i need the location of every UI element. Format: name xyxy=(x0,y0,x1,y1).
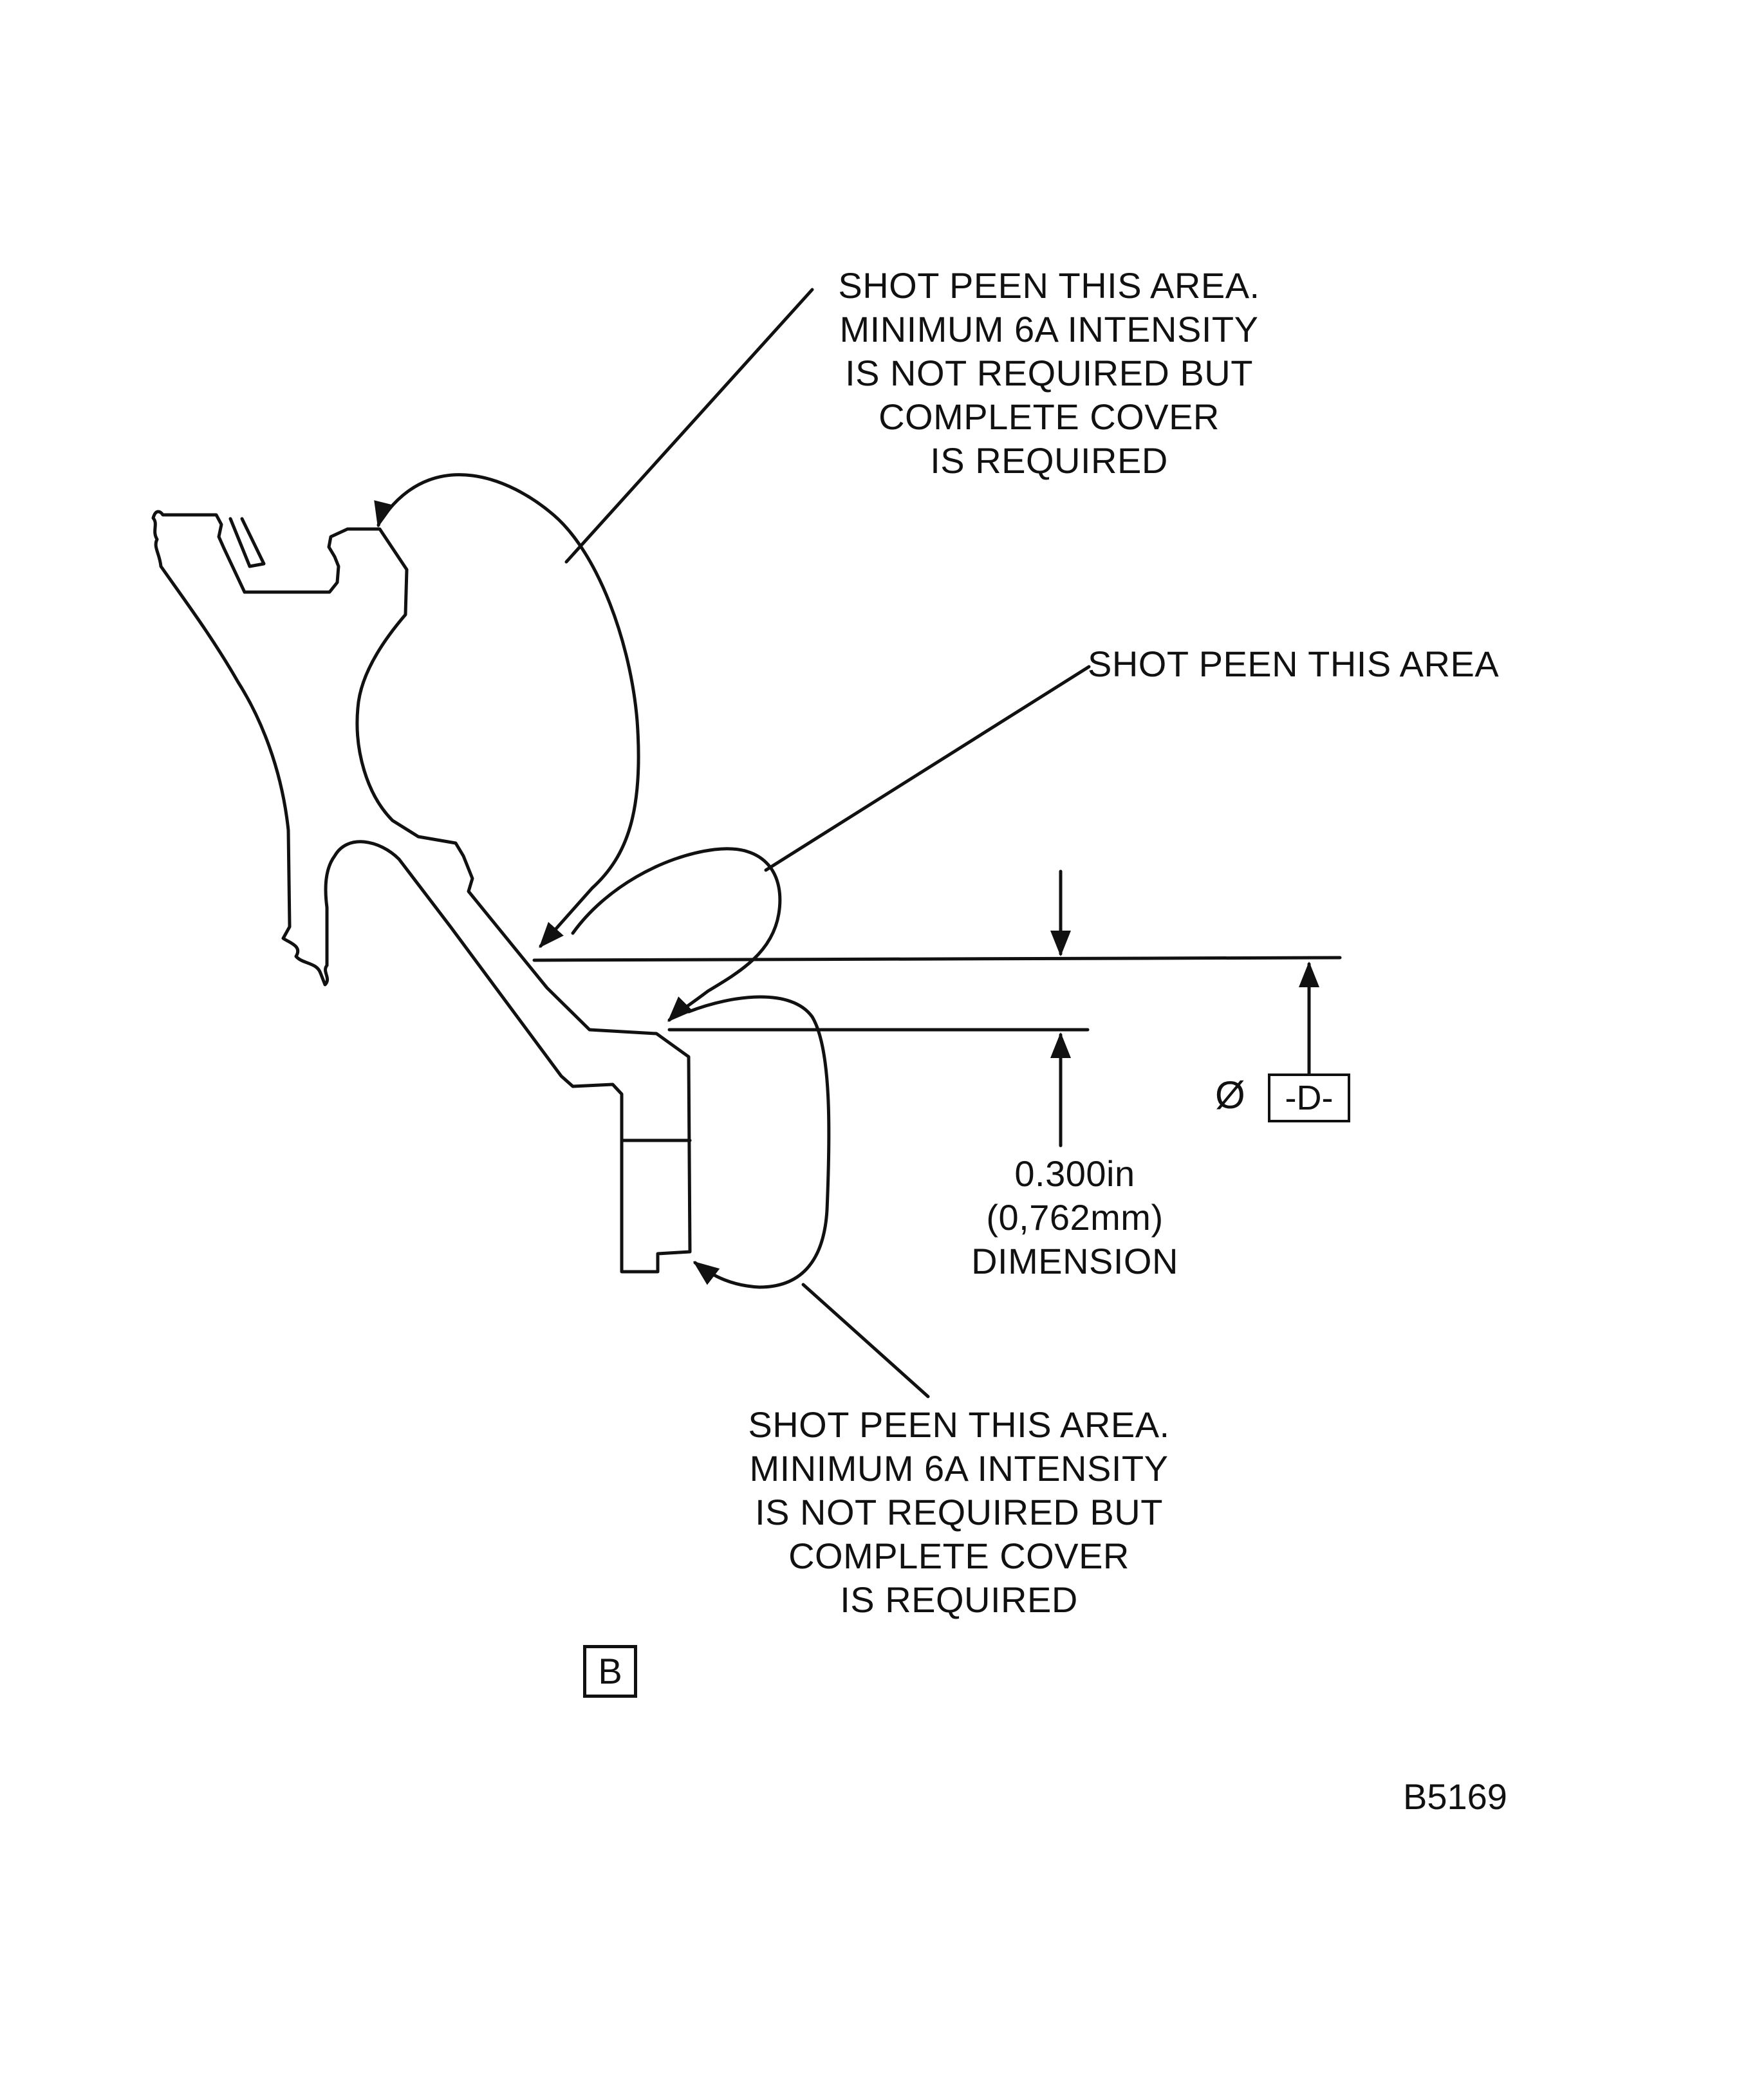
peen-area-top-loop-start xyxy=(374,500,395,528)
dimension-metric: (0,762mm) xyxy=(986,1197,1164,1238)
view-label-box: B xyxy=(583,1645,637,1698)
note-line: SHOT PEEN THIS AREA xyxy=(1088,644,1500,684)
leader-top-note xyxy=(564,288,814,564)
note-shot-peen-top: SHOT PEEN THIS AREA. MINIMUM 6A INTENSIT… xyxy=(759,264,1339,483)
slot-detail xyxy=(228,517,266,568)
dimension-imperial: 0.300in xyxy=(1014,1153,1135,1194)
peen-area-bottom-loop xyxy=(687,995,831,1289)
note-line: MINIMUM 6A INTENSITY xyxy=(839,309,1259,349)
figure-id: B5169 xyxy=(1403,1776,1507,1817)
datum-feature-frame: -D- xyxy=(1268,1073,1350,1122)
dimension-caption: DIMENSION xyxy=(971,1241,1178,1281)
leader-middle-note xyxy=(764,665,1091,872)
part-section-outline xyxy=(151,510,692,1274)
note-line: COMPLETE COVER xyxy=(879,396,1220,437)
note-line: IS REQUIRED xyxy=(840,1579,1078,1620)
note-line: IS NOT REQUIRED BUT xyxy=(755,1492,1163,1532)
dimension-label: 0.300in (0,762mm) DIMENSION xyxy=(914,1152,1236,1283)
peen-area-top-loop xyxy=(387,473,640,948)
note-shot-peen-middle: SHOT PEEN THIS AREA xyxy=(1088,642,1731,686)
note-line: IS NOT REQUIRED BUT xyxy=(845,353,1253,393)
note-line: COMPLETE COVER xyxy=(788,1536,1130,1576)
diameter-symbol: Ø xyxy=(1215,1073,1245,1117)
leader-bottom-note xyxy=(801,1283,930,1398)
note-line: IS REQUIRED xyxy=(930,440,1168,481)
note-line: SHOT PEEN THIS AREA. xyxy=(748,1404,1170,1445)
dimension-extension-upper xyxy=(532,956,1342,962)
peen-area-middle-loop xyxy=(571,847,782,1022)
note-line: MINIMUM 6A INTENSITY xyxy=(749,1448,1169,1489)
note-line: SHOT PEEN THIS AREA. xyxy=(838,265,1260,306)
note-shot-peen-bottom: SHOT PEEN THIS AREA. MINIMUM 6A INTENSIT… xyxy=(663,1403,1255,1622)
